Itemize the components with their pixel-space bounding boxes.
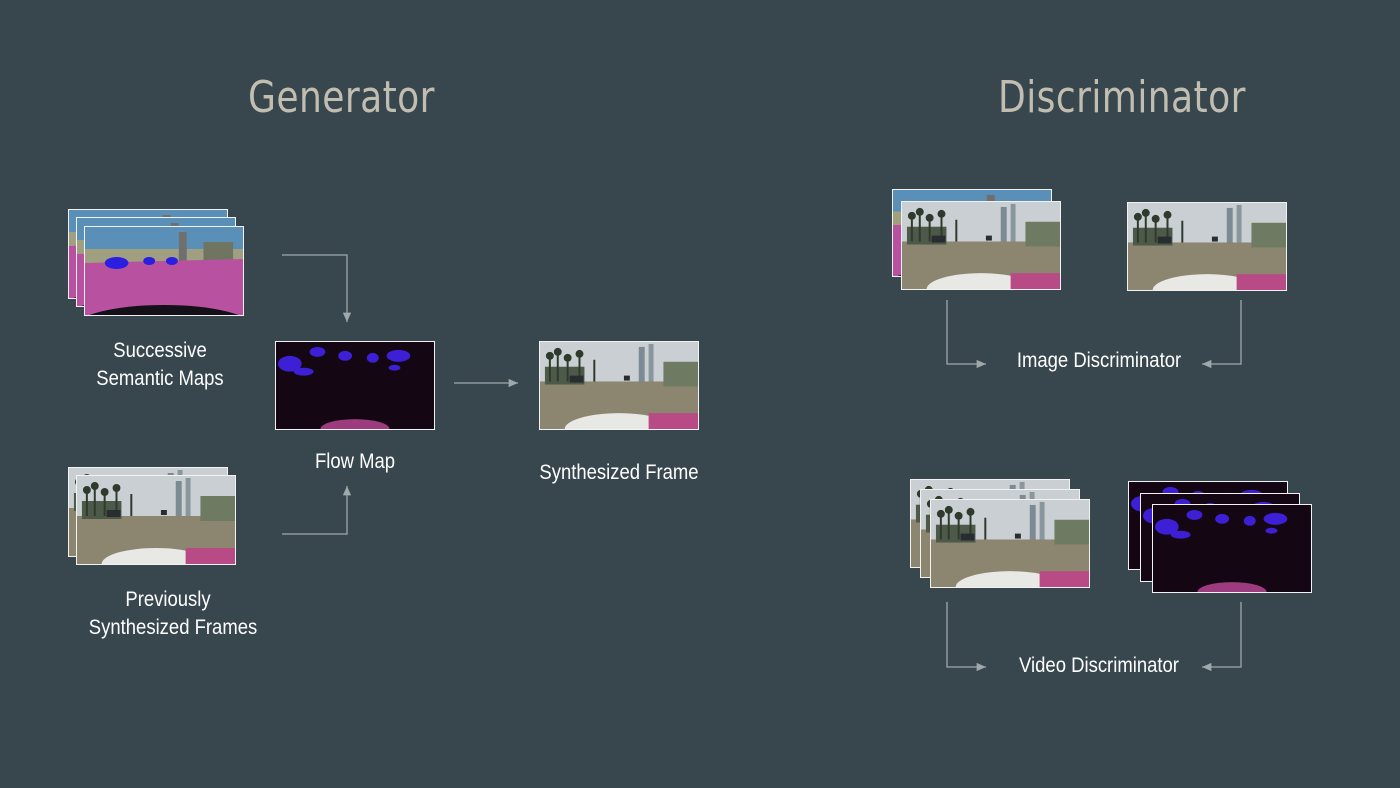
previously-synthesized-frames-label: Previously Synthesized Frames — [88, 586, 258, 642]
previous-frame-front — [76, 475, 236, 565]
label-line-1: Successive — [113, 339, 207, 362]
arrow-flows-to-video-disc — [1202, 602, 1242, 672]
image-disc-generated-frame — [901, 201, 1061, 290]
arrow-frames-to-video-disc — [946, 602, 986, 672]
label-line-2: Semantic Maps — [96, 367, 224, 390]
generator-title: Generator — [248, 72, 435, 123]
flow-map-label: Flow Map — [314, 450, 396, 473]
synthesized-frame-image — [539, 341, 699, 430]
flow-map-image — [275, 341, 435, 430]
synthesized-frame-label: Synthesized Frame — [539, 461, 699, 484]
arrow-semantic-to-flow — [282, 254, 352, 322]
label-line-2: Synthesized Frames — [88, 616, 258, 639]
video-discriminator-label: Video Discriminator — [1019, 654, 1179, 677]
discriminator-title: Discriminator — [998, 72, 1246, 123]
successive-semantic-maps-label: Successive Semantic Maps — [81, 337, 239, 393]
image-disc-real-frame — [1127, 202, 1287, 291]
video-disc-frame-front — [930, 499, 1090, 588]
video-disc-flow-front — [1152, 504, 1312, 593]
semantic-map-front — [84, 226, 244, 316]
arrow-real-to-image-disc — [1202, 300, 1242, 369]
image-discriminator-label: Image Discriminator — [1016, 349, 1182, 372]
arrow-generated-to-image-disc — [946, 300, 986, 369]
arrow-previous-to-flow — [282, 486, 352, 535]
label-line-1: Previously — [125, 588, 211, 611]
